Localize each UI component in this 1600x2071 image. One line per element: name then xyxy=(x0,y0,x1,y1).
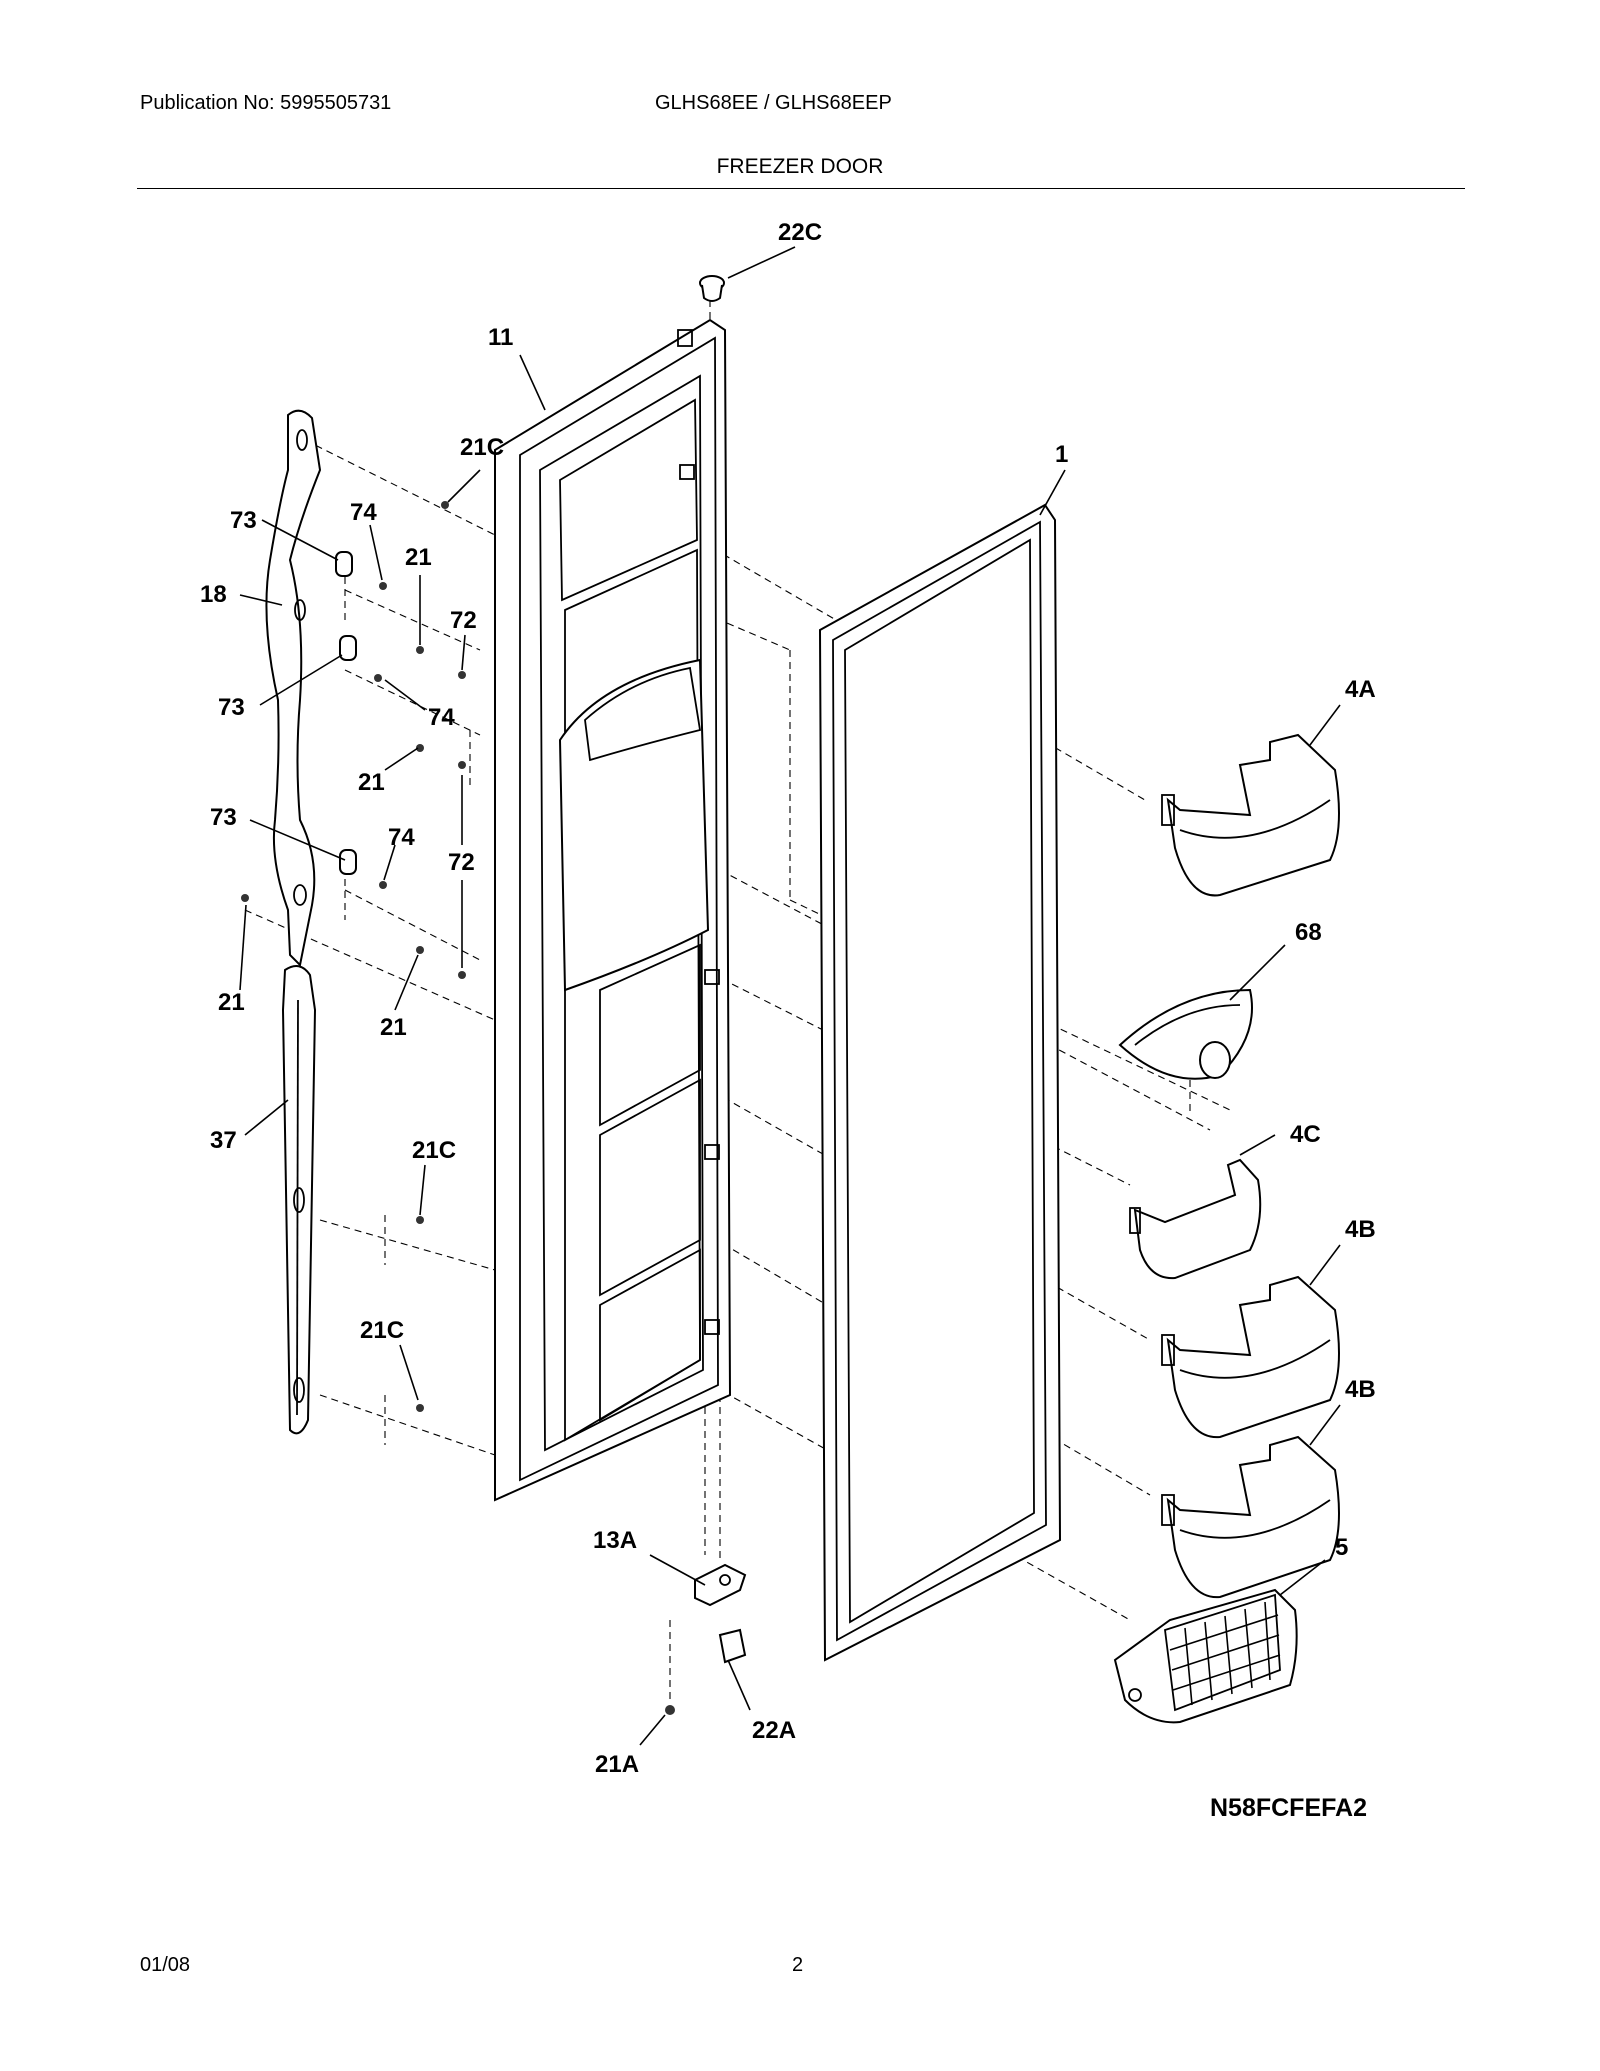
assembly-guide-lines xyxy=(244,300,1231,1700)
callout-21-b: 21 xyxy=(358,769,385,796)
model-numbers: GLHS68EE / GLHS68EEP xyxy=(655,92,892,114)
callout-21a: 21A xyxy=(595,1751,639,1778)
callout-11: 11 xyxy=(488,324,513,351)
callout-72-a: 72 xyxy=(450,607,477,634)
callout-73-c: 73 xyxy=(210,804,237,831)
door-bin-4b-upper xyxy=(1161,1275,1340,1439)
callout-22a: 22A xyxy=(752,1717,796,1744)
callout-21c-low: 21C xyxy=(360,1317,404,1344)
section-title: FREEZER DOOR xyxy=(716,155,884,178)
callout-4c: 4C xyxy=(1290,1121,1321,1148)
callout-4b-lower: 4B xyxy=(1345,1376,1376,1403)
door-bin-4b-lower xyxy=(1161,1435,1340,1599)
footer-date: 01/08 xyxy=(140,1954,191,1976)
callout-21c-mid: 21C xyxy=(412,1137,456,1164)
door-panel-part xyxy=(494,318,732,1502)
callout-74-a: 74 xyxy=(350,499,377,526)
callout-21c-top: 21C xyxy=(460,434,504,461)
wire-basket-part xyxy=(1113,1588,1298,1724)
callout-73-a: 73 xyxy=(230,507,257,534)
callout-leaders xyxy=(239,246,1341,1746)
callout-18: 18 xyxy=(200,581,227,608)
callout-74-b: 74 xyxy=(428,704,455,731)
door-bin-4c xyxy=(1129,1158,1262,1280)
door-handle-part xyxy=(265,409,322,968)
callout-21-c: 21 xyxy=(218,989,245,1016)
door-bin-4a xyxy=(1161,733,1340,897)
door-gasket-part xyxy=(818,503,1062,1662)
screws xyxy=(241,501,466,1412)
callout-74-c: 74 xyxy=(388,824,415,851)
publication-number: Publication No: 5995505731 xyxy=(140,92,392,114)
callout-13a: 13A xyxy=(593,1527,637,1554)
callout-37: 37 xyxy=(210,1127,237,1154)
plug-part xyxy=(699,275,725,302)
hinge-parts xyxy=(665,1563,747,1715)
ice-cup-part xyxy=(1118,988,1253,1080)
handle-mount-brackets xyxy=(335,551,357,875)
callout-72-b: 72 xyxy=(448,849,475,876)
callout-5: 5 xyxy=(1335,1534,1348,1561)
callout-4a: 4A xyxy=(1345,676,1376,703)
callout-68: 68 xyxy=(1295,919,1322,946)
callout-22c: 22C xyxy=(778,219,822,246)
callout-1: 1 xyxy=(1055,441,1068,468)
footer-page-number: 2 xyxy=(792,1954,804,1976)
drawing-code: N58FCFEFA2 xyxy=(1210,1794,1367,1822)
lower-trim-part xyxy=(281,965,317,1435)
header-rule xyxy=(137,188,1465,189)
callout-73-b: 73 xyxy=(218,694,245,721)
callout-21-d: 21 xyxy=(380,1014,407,1041)
callout-4b-upper: 4B xyxy=(1345,1216,1376,1243)
callout-21-a: 21 xyxy=(405,544,432,571)
callout-labels: 22C 11 21C 1 73 74 21 72 18 73 74 21 73 … xyxy=(200,219,1376,1778)
